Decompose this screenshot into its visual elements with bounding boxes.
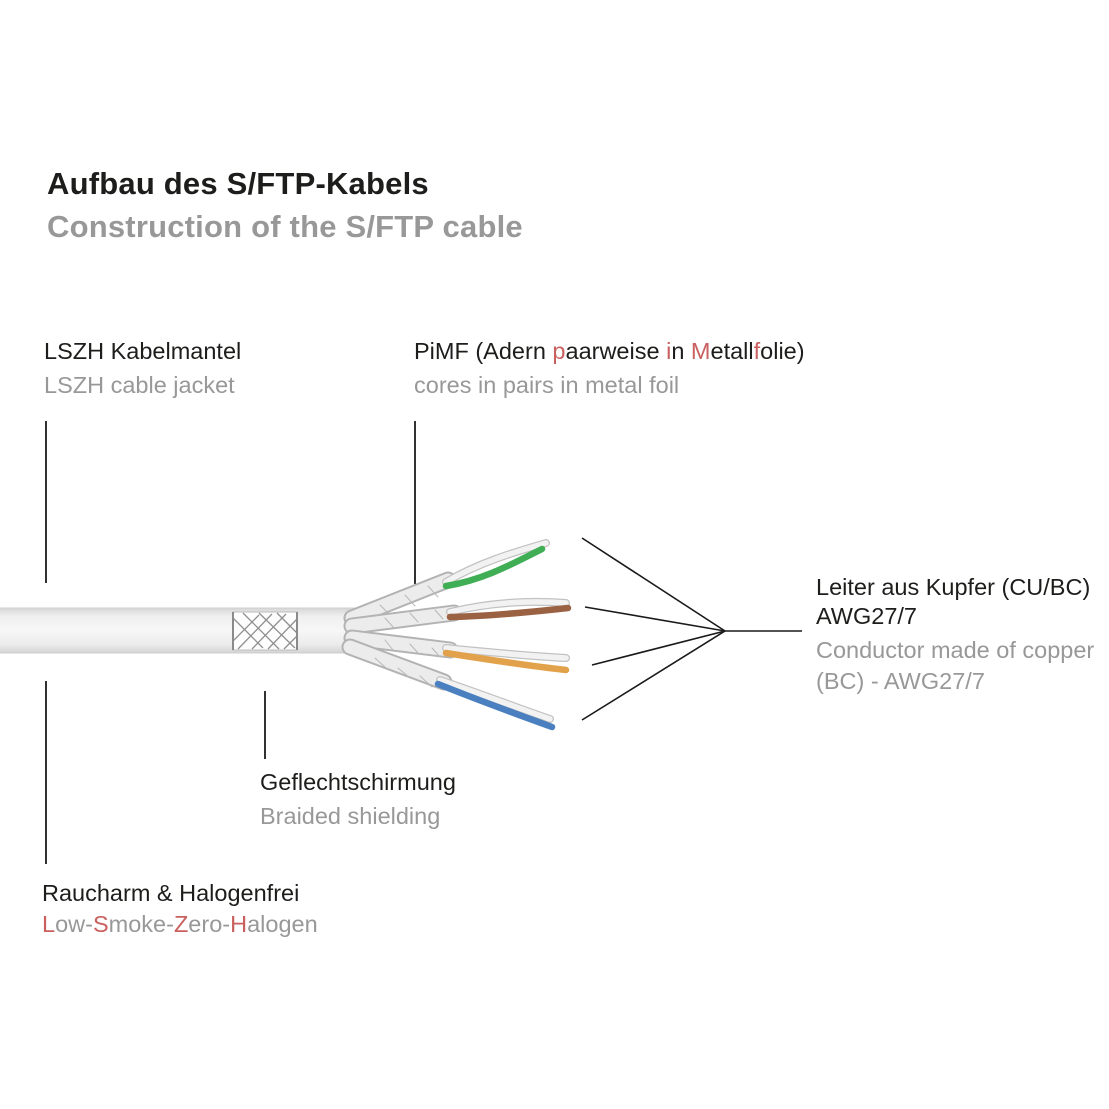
- label-conductor: Leiter aus Kupfer (CU/BC) AWG27/7 Conduc…: [816, 573, 1109, 696]
- foil-pair-4: [341, 638, 453, 691]
- fan-lines: [581, 537, 802, 721]
- label-braid-de: Geflechtschirmung: [260, 769, 456, 795]
- label-lszh-en: Low-Smoke-Zero-Halogen: [42, 911, 318, 937]
- fan-line-3: [591, 630, 726, 666]
- label-braid: Geflechtschirmung Braided shielding: [260, 768, 456, 831]
- label-conductor-en-1: Conductor made of copper: [816, 637, 1095, 663]
- page-title-de: Aufbau des S/FTP-Kabels: [47, 166, 429, 201]
- label-lszh: Raucharm & Halogenfrei Low-Smoke-Zero-Ha…: [42, 879, 318, 939]
- foil-pairs: [341, 571, 463, 691]
- label-braid-en: Braided shielding: [260, 803, 441, 829]
- foil-4-crinkles: [374, 657, 433, 688]
- wire-white-2: [447, 599, 569, 615]
- page-title-en: Construction of the S/FTP cable: [47, 209, 523, 244]
- wire-blue: [434, 680, 556, 731]
- braid-pattern: [232, 612, 298, 650]
- label-conductor-de-2: AWG27/7: [816, 603, 917, 629]
- label-conductor-en-2: (BC) - AWG27/7: [816, 668, 985, 694]
- label-pimf-en: cores in pairs in metal foil: [414, 372, 680, 398]
- foil-3-crinkles: [384, 639, 441, 658]
- wire-white-4: [437, 677, 553, 722]
- fan-line-4: [581, 630, 726, 721]
- fan-line-1: [581, 537, 726, 632]
- fan-line-2: [584, 606, 726, 632]
- label-jacket: LSZH Kabelmantel LSZH cable jacket: [44, 337, 241, 400]
- label-conductor-de-1: Leiter aus Kupfer (CU/BC): [816, 574, 1091, 600]
- wire-white-1: [443, 540, 549, 585]
- label-jacket-de: LSZH Kabelmantel: [44, 338, 242, 364]
- foil-pair-3: [343, 629, 459, 659]
- wire-white-3: [443, 645, 569, 661]
- wire-green: [442, 545, 546, 590]
- foil-pair-2: [343, 604, 463, 635]
- foil-pair-1: [343, 571, 457, 627]
- label-pimf: PiMF (Adern paarweise in Metallfolie) co…: [414, 337, 805, 400]
- braid-window-edges: [232, 612, 298, 650]
- label-jacket-en: LSZH cable jacket: [44, 372, 235, 398]
- label-lszh-de: Raucharm & Halogenfrei: [42, 880, 300, 906]
- foil-4-fill: [343, 640, 451, 689]
- wire-pairs: [434, 539, 572, 731]
- foil-1-fill: [345, 573, 455, 625]
- label-pimf-de: PiMF (Adern paarweise in Metallfolie): [414, 338, 805, 364]
- page-header: Aufbau des S/FTP-Kabels Construction of …: [47, 166, 523, 245]
- leader-lines: [45, 421, 416, 864]
- wire-brown: [446, 604, 572, 621]
- foil-2-crinkles: [384, 609, 444, 628]
- foil-3-fill: [345, 631, 457, 657]
- braid-window: [232, 611, 298, 651]
- cable-jacket: [0, 607, 364, 654]
- wire-orange: [442, 649, 570, 674]
- foil-2-fill: [345, 606, 461, 633]
